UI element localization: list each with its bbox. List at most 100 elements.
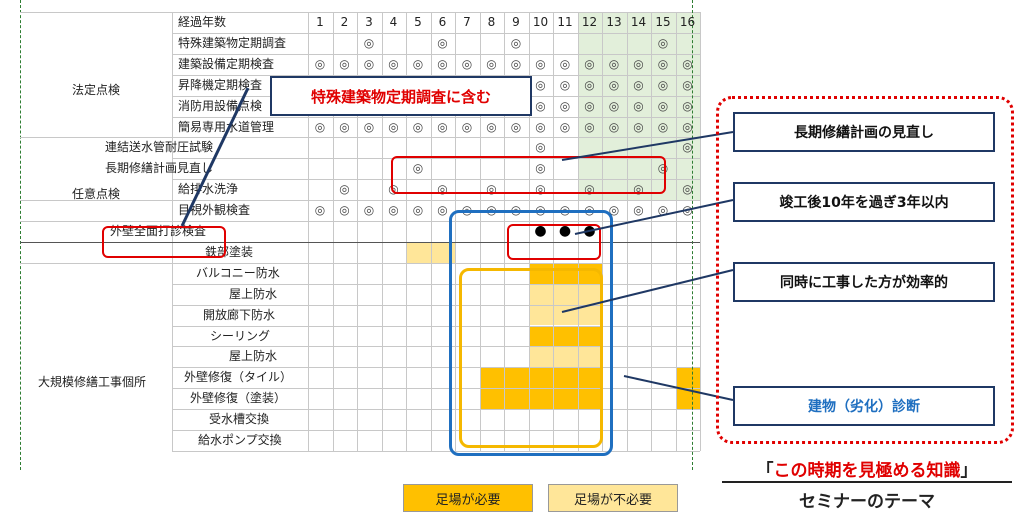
grid-hline xyxy=(172,325,700,327)
highlight-frame xyxy=(391,156,666,194)
diagnosis-dot: ● xyxy=(534,223,547,239)
inspection-mark: ◎ xyxy=(437,182,448,197)
inspection-mark: ◎ xyxy=(535,161,546,176)
scaffold-cell xyxy=(528,346,553,368)
inspection-mark: ◎ xyxy=(412,56,424,71)
row-label: 簡易専用水道管理 xyxy=(178,119,275,134)
grid-vline xyxy=(20,0,21,470)
grid-vline xyxy=(700,12,701,451)
inspection-mark: ◎ xyxy=(633,182,644,197)
connector-line xyxy=(574,199,734,235)
inspection-mark: ◎ xyxy=(363,119,375,134)
inspection-mark: ◎ xyxy=(535,182,546,197)
row-label: 特殊建築物定期調査 xyxy=(178,35,287,50)
group-label: 任意点検 xyxy=(72,187,121,202)
grid-hline xyxy=(172,137,700,139)
inspection-mark: ◎ xyxy=(584,182,595,197)
grid-hline xyxy=(172,32,700,34)
inspection-mark: ◎ xyxy=(314,203,326,218)
row-label: 給水ポンプ交換 xyxy=(198,433,282,447)
inspection-mark: ◎ xyxy=(437,203,448,218)
inspection-mark: ◎ xyxy=(608,119,620,134)
inspection-mark: ◎ xyxy=(657,56,669,71)
inspection-mark: ◎ xyxy=(486,119,497,134)
inspection-mark: ◎ xyxy=(633,56,644,71)
inspection-mark: ◎ xyxy=(682,56,693,71)
grid-vline xyxy=(332,12,334,451)
row-label: 昇降機定期検査 xyxy=(178,77,263,92)
scaffold-cell xyxy=(675,367,700,389)
scaffold-cell xyxy=(577,346,602,368)
row-label: 目視外観検査 xyxy=(178,203,251,218)
row-label: 鉄部塗装 xyxy=(205,244,254,259)
quote-close: 」 xyxy=(960,461,978,481)
scaffold-cell xyxy=(577,325,602,347)
scaffold-cell xyxy=(553,346,578,368)
grid-vline xyxy=(528,12,530,451)
inspection-mark: ◎ xyxy=(559,56,571,71)
group-label: 法定点検 xyxy=(72,82,121,97)
inspection-mark: ◎ xyxy=(657,119,669,134)
group-label: 大規模修繕工事個所 xyxy=(38,375,147,390)
inspection-mark: ◎ xyxy=(608,98,620,113)
inspection-mark: ◎ xyxy=(339,119,350,134)
within3-callout: 竣工後10年を過ぎ3年以内 xyxy=(733,182,995,222)
row-label: バルコニー防水 xyxy=(196,265,280,280)
inspection-mark: ◎ xyxy=(363,203,375,218)
grid-vline xyxy=(675,12,677,451)
scaffold-cell xyxy=(479,388,504,410)
scaffold-cell xyxy=(504,388,529,410)
inspection-mark: ◎ xyxy=(510,56,522,71)
scaffold-cell xyxy=(553,367,578,389)
inspection-mark: ◎ xyxy=(437,35,448,50)
grid-hline xyxy=(172,388,700,390)
inspection-mark: ◎ xyxy=(510,119,522,134)
year-header: 16 xyxy=(679,15,696,29)
inspection-mark: ◎ xyxy=(559,77,571,92)
inspection-mark: ◎ xyxy=(388,203,399,218)
inspection-mark: ◎ xyxy=(412,119,424,134)
inspection-mark: ◎ xyxy=(633,203,644,218)
row-label: 開放廊下防水 xyxy=(203,307,276,322)
inspection-mark: ◎ xyxy=(412,203,424,218)
scaffold-cell xyxy=(479,367,504,389)
grid-vline xyxy=(504,12,505,451)
diagnosis-frame xyxy=(449,210,613,456)
row-label: 屋上防水 xyxy=(229,349,278,364)
scaffold-cell xyxy=(528,367,553,389)
inspection-mark: ◎ xyxy=(584,119,595,134)
inspection-mark: ◎ xyxy=(584,98,595,113)
inspection-mark: ◎ xyxy=(682,119,693,134)
scaffold-cell xyxy=(577,304,602,326)
grid-hline xyxy=(172,283,700,285)
inspection-mark: ◎ xyxy=(535,77,546,92)
inspection-mark: ◎ xyxy=(608,203,620,218)
legend-scaffold-needed: 足場が必要 xyxy=(403,484,533,512)
inspection-mark: ◎ xyxy=(608,77,620,92)
grid-vline xyxy=(553,12,554,451)
inspection-mark: ◎ xyxy=(510,35,522,50)
row-label: 長期修繕計画見直し xyxy=(105,161,214,176)
scaffold-cell xyxy=(528,325,553,347)
inspection-mark: ◎ xyxy=(608,56,620,71)
inspection-mark: ◎ xyxy=(363,35,375,50)
grid-vline xyxy=(577,12,579,451)
scaffold-cell xyxy=(553,388,578,410)
connector-line xyxy=(180,87,250,227)
inspection-mark: ◎ xyxy=(657,35,669,50)
seminar-underline xyxy=(722,481,1012,483)
year-header: 1 xyxy=(316,15,324,29)
inspection-mark: ◎ xyxy=(682,140,693,155)
year-header: 11 xyxy=(557,15,573,29)
scaffold-cell xyxy=(504,367,529,389)
inspection-mark: ◎ xyxy=(388,56,399,71)
inspection-mark: ◎ xyxy=(657,203,669,218)
connector-line xyxy=(561,131,734,161)
legend-scaffold-not-needed: 足場が不必要 xyxy=(548,484,678,512)
grid-hline xyxy=(172,221,700,222)
grid-hline xyxy=(172,116,700,118)
inspection-mark: ◎ xyxy=(437,119,448,134)
year-header: 4 xyxy=(389,15,398,29)
